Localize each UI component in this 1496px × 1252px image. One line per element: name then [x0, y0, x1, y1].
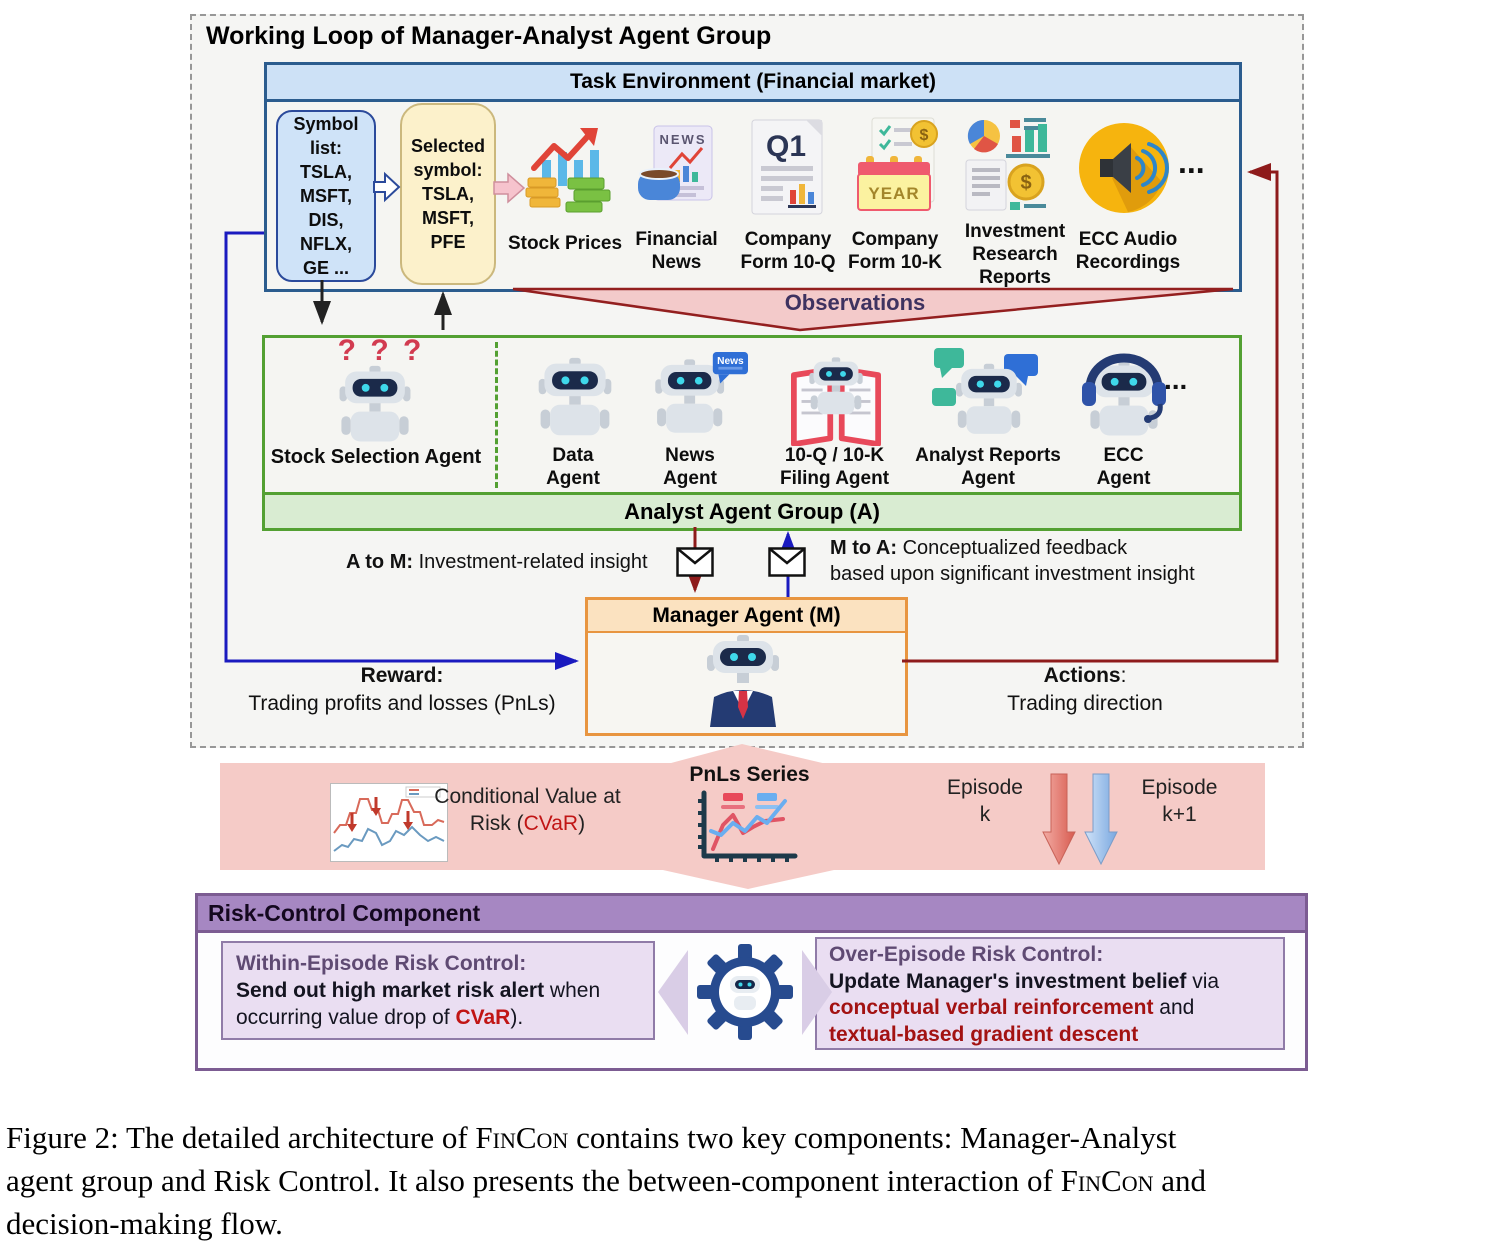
episode-k1-label: Episode k+1	[1141, 776, 1218, 826]
episode-k1-arrow	[1084, 773, 1118, 866]
analyst-group-banner-text: Analyst Agent Group (A)	[624, 498, 880, 524]
investment-research-icon: $	[965, 118, 1050, 211]
question-marks: ? ? ?	[337, 334, 425, 367]
source-label-investment-research: Investment Research Reports	[964, 221, 1066, 288]
cvar-text-line1: Conditional Value at	[434, 785, 621, 808]
manager-agent-icon	[707, 635, 779, 727]
stock-selection-agent-icon	[328, 364, 422, 448]
within-episode-box: Within-Episode Risk Control: Send out hi…	[221, 941, 655, 1040]
news-agent-label: News Agent	[663, 445, 717, 489]
page-title: Working Loop of Manager-Analyst Agent Gr…	[206, 22, 772, 50]
analyst-ellipsis: ...	[1164, 364, 1188, 395]
manager-agent-header: Manager Agent (M)	[588, 600, 905, 633]
dollar-text: $	[920, 127, 929, 144]
cvar-chart-icon	[330, 783, 448, 862]
q1-text: Q1	[766, 130, 806, 163]
risk-control-title: Risk-Control Component	[208, 899, 481, 926]
episode-k-label: Episode k	[947, 776, 1023, 826]
selected-symbol-text: Selected symbol: TSLA, MSFT, PFE	[410, 136, 486, 252]
over-episode-line2: Update Manager's investment belief via	[829, 969, 1220, 993]
envelope-icon-a	[676, 547, 714, 577]
pnls-series-label: PnLs Series	[689, 763, 810, 786]
m-to-a-text-line2: based upon significant investment insigh…	[830, 563, 1195, 585]
risk-control-header: Risk-Control Component	[198, 896, 1305, 933]
caption-line-1: Figure 2: The detailed architecture of F…	[6, 1120, 1177, 1155]
within-episode-line3: occurring value drop of CVaR).	[236, 1006, 524, 1029]
selected-symbol-box: Selected symbol: TSLA, MSFT, PFE	[400, 103, 496, 285]
task-environment-header: Task Environment (Financial market)	[267, 65, 1239, 102]
filing-agent-icon	[791, 357, 881, 446]
news-agent-icon: News	[655, 352, 748, 433]
risk-gear-icon	[658, 944, 832, 1040]
year-text: YEAR	[868, 184, 919, 203]
figure-caption: Figure 2: The detailed architecture of F…	[6, 1116, 1492, 1245]
cvar-text-line2: Risk (CVaR)	[469, 812, 586, 835]
reward-title: Reward:	[360, 664, 444, 687]
caption-line-2: agent group and Risk Control. It also pr…	[6, 1163, 1207, 1198]
task-env-ellipsis: ...	[1178, 144, 1205, 180]
pnls-chart-icon	[698, 790, 798, 862]
ecc-audio-icon	[1079, 123, 1169, 213]
within-episode-line2: Send out high market risk alert when	[236, 979, 601, 1002]
a-to-m-text: A to M: Investment-related insight	[346, 551, 648, 573]
chevron-right-icon	[802, 950, 832, 1035]
news-bubble-text: News	[717, 356, 744, 367]
analyst-reports-agent-label: Analyst Reports Agent	[915, 445, 1061, 489]
chevron-left-icon	[658, 950, 688, 1035]
data-agent-icon	[536, 356, 614, 442]
caption-line-3: decision-making flow.	[6, 1206, 283, 1241]
stock-prices-icon	[525, 128, 611, 213]
observations-label: Observations	[784, 290, 926, 315]
analyst-group-banner: Analyst Agent Group (A)	[262, 492, 1242, 531]
source-label-financial-news: Financial News	[635, 229, 718, 273]
within-episode-title: Within-Episode Risk Control:	[236, 952, 527, 975]
reward-desc: Trading profits and losses (PnLs)	[248, 692, 556, 715]
manager-agent-title: Manager Agent (M)	[652, 603, 841, 627]
financial-news-icon: NEWS	[638, 125, 713, 201]
over-episode-box: Over-Episode Risk Control: Update Manage…	[815, 937, 1285, 1050]
analyst-section-divider	[495, 342, 498, 488]
filing-agent-label: 10-Q / 10-K Filing Agent	[779, 445, 890, 489]
analyst-reports-agent-icon	[932, 348, 1038, 434]
source-label-form-10k: Company Form 10-K	[848, 229, 942, 273]
over-episode-line4: textual-based gradient descent	[829, 1022, 1139, 1046]
over-episode-line3: conceptual verbal reinforcement and	[829, 996, 1195, 1019]
symbol-list-box: Symbol list: TSLA, MSFT, DIS, NFLX, GE .…	[276, 110, 376, 282]
episode-k-arrow	[1042, 773, 1076, 866]
actions-title: Actions:	[1043, 664, 1127, 687]
actions-desc: Trading direction	[1007, 692, 1163, 715]
dollar-text-2: $	[1020, 172, 1031, 194]
data-agent-label: Data Agent	[546, 445, 600, 489]
form-10k-icon: $ YEAR	[857, 117, 938, 211]
ecc-agent-label: ECC Agent	[1096, 445, 1151, 489]
ecc-agent-icon	[1082, 353, 1166, 436]
task-environment-title: Task Environment (Financial market)	[569, 70, 937, 93]
symbol-list-text: Symbol list: TSLA, MSFT, DIS, NFLX, GE .…	[293, 114, 359, 278]
over-episode-title: Over-Episode Risk Control:	[829, 943, 1104, 966]
source-label-stock-prices: Stock Prices	[507, 233, 623, 254]
stock-selection-agent-label: Stock Selection Agent	[270, 446, 482, 468]
news-masthead-text: NEWS	[660, 132, 707, 147]
source-label-form-10q: Company Form 10-Q	[740, 229, 836, 273]
source-label-ecc-audio: ECC Audio Recordings	[1075, 229, 1181, 273]
m-to-a-text-line1: M to A: Conceptualized feedback	[830, 537, 1128, 559]
envelope-icon-m	[768, 547, 806, 577]
form-10q-icon: Q1	[751, 119, 823, 215]
